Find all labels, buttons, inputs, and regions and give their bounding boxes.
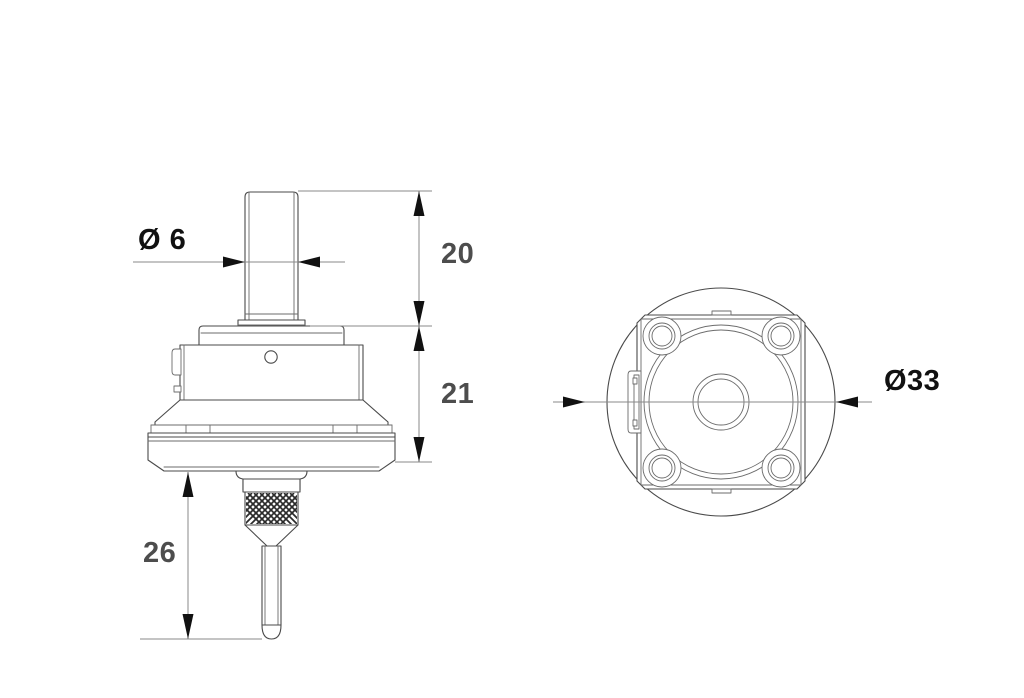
dimension-label-shaft-diameter: Ø 6 <box>138 224 186 256</box>
mounting-boss-top-right <box>761 316 801 356</box>
knurled-stylus-grip <box>244 491 299 526</box>
stylus-holder-neck <box>235 470 308 493</box>
stylus-cone <box>244 524 299 547</box>
mounting-shaft <box>244 191 299 321</box>
stylus-stem <box>261 545 282 626</box>
dimension-shaft-length: 20 <box>298 190 474 327</box>
lower-flange <box>147 436 396 472</box>
dimension-label-shaft-length: 20 <box>441 238 474 270</box>
dimension-stylus-length: 26 <box>140 472 262 640</box>
mounting-boss-top-left <box>642 316 682 356</box>
dimension-label-body-height: 21 <box>441 378 474 410</box>
dimension-body-height: 21 <box>395 326 474 463</box>
dimension-label-stylus-length: 26 <box>143 537 176 569</box>
mounting-boss-bottom-left <box>642 448 682 488</box>
mounting-boss-bottom-right <box>761 448 801 488</box>
knurl-pattern <box>246 493 297 524</box>
dimension-shaft-diameter: Ø 6 <box>133 224 345 268</box>
stylus-ball-tip <box>261 624 282 640</box>
dimension-label-body-diameter: Ø33 <box>884 365 940 397</box>
connector-port <box>627 370 642 434</box>
upper-body-cap <box>198 325 345 346</box>
dimension-body-diameter: Ø33 <box>553 365 940 408</box>
flange-grooves <box>147 424 396 438</box>
front-view <box>147 191 396 640</box>
